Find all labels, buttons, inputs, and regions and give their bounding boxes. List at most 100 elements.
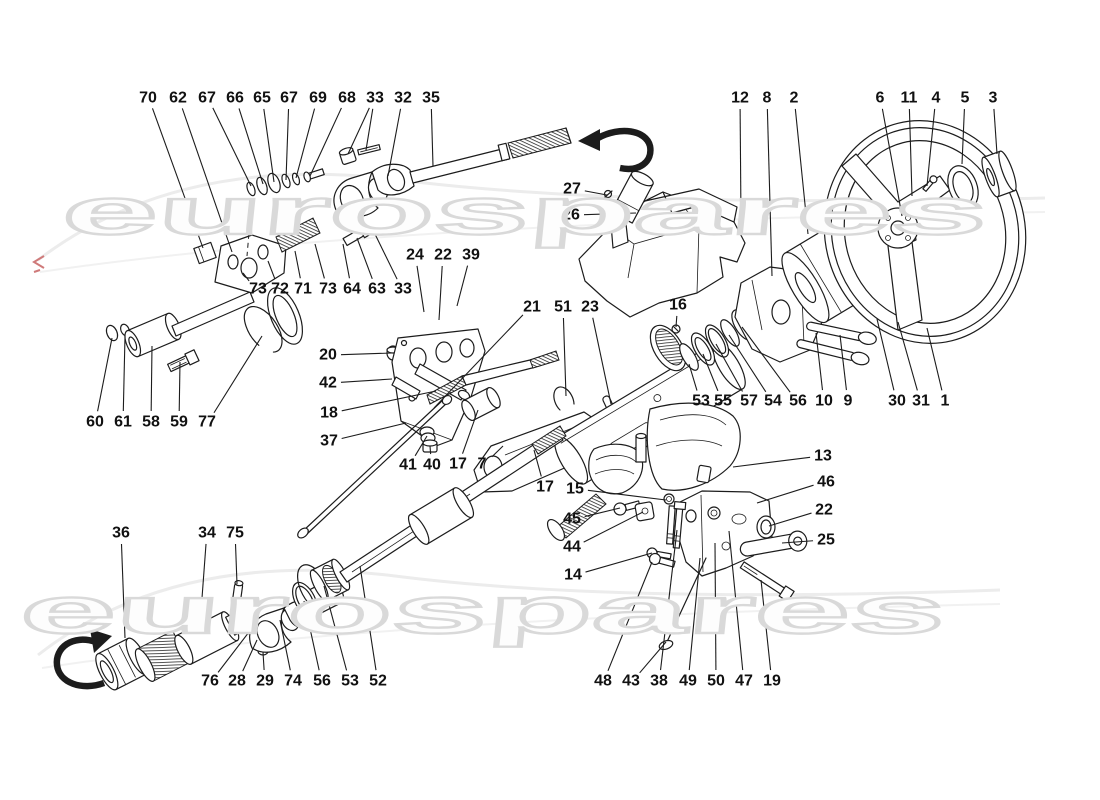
shaft-cylinder-34 [174,610,250,665]
leader-lines [97,107,998,674]
part-callout-39: 39 [462,247,480,264]
long-rod [297,394,453,539]
part-callout-52: 52 [369,673,387,690]
lower-cowl [588,402,741,560]
part-callout-29: 29 [256,673,274,690]
stalk-lever [796,339,870,366]
pin-75 [231,579,244,620]
part-callout-27: 27 [563,181,581,198]
lever-25 [739,530,808,557]
part-callout-33: 33 [394,281,412,298]
part-callout-42: 42 [319,375,337,392]
part-callout-37: 37 [320,433,338,450]
stalk-lever [806,321,877,345]
part-callout-15: 15 [566,481,584,498]
cowl-top-box [644,188,738,223]
car-silhouette-top [37,172,1046,262]
part-callout-45: 45 [563,511,581,528]
watermark-text: eurospares [59,175,992,249]
part-callout-6: 6 [876,90,885,107]
rotation-arrow-bottom [53,629,112,690]
part-callout-69: 69 [309,90,327,107]
part-callout-17: 17 [536,479,554,496]
part-callout-31: 31 [912,393,930,410]
part-callout-16: 16 [669,297,687,314]
part-callout-43: 43 [622,673,640,690]
part-callout-14: 14 [564,567,582,584]
part-callout-25: 25 [817,532,835,549]
part-callout-34: 34 [198,525,216,542]
part-callout-61: 61 [114,414,132,431]
part-callout-64: 64 [343,281,361,298]
upper-universal-joint [333,163,415,218]
part-callout-77: 77 [198,414,216,431]
washer-stack [246,168,325,197]
part-callout-30: 30 [888,393,906,410]
part-callout-28: 28 [228,673,246,690]
part-callout-23: 23 [581,299,599,316]
part-callout-54: 54 [764,393,782,410]
part-callout-63: 63 [368,281,386,298]
part-callout-68: 68 [338,90,356,107]
part-callout-73: 73 [319,281,337,298]
rotation-arrow-top [578,127,654,173]
steering-wheel [823,120,1027,344]
part-callout-21: 21 [523,299,541,316]
bolt-19 [739,561,795,603]
part-callout-2: 2 [790,90,799,107]
part-callout-20: 20 [319,347,337,364]
shaft-bush [124,312,182,358]
part-callout-26: 26 [562,207,580,224]
part-callout-67: 67 [280,90,298,107]
upper-cowl [578,170,746,318]
part-callout-10: 10 [815,393,833,410]
part-callout-66: 66 [226,90,244,107]
part-callout-17: 17 [449,456,467,473]
part-callout-74: 74 [284,673,302,690]
part-callout-8: 8 [763,90,772,107]
part-callout-4: 4 [932,90,941,107]
part-callout-7: 7 [478,456,487,473]
part-callout-53: 53 [341,673,359,690]
part-callout-36: 36 [112,525,130,542]
part-callout-19: 19 [763,673,781,690]
part-callout-13: 13 [814,448,832,465]
part-callout-65: 65 [253,90,271,107]
part-callout-5: 5 [961,90,970,107]
part-callout-46: 46 [817,474,835,491]
part-callout-55: 55 [714,393,732,410]
part-callout-33: 33 [366,90,384,107]
part-callout-62: 62 [169,90,187,107]
part-callout-56: 56 [789,393,807,410]
splined-stub [275,217,321,253]
mount-bracket-assembly [648,490,808,651]
part-callout-76: 76 [201,673,219,690]
part-callout-32: 32 [394,90,412,107]
lower-shaft-assembly [105,127,654,373]
intermediate-shaft-assembly [53,425,567,691]
part-callout-18: 18 [320,405,338,422]
bushing-17 [461,386,501,422]
part-callout-24: 24 [406,247,424,264]
red-accent-mark [32,255,45,273]
part-callout-75: 75 [226,525,244,542]
part-callout-40: 40 [423,457,441,474]
part-callout-3: 3 [989,90,998,107]
horn-button [981,150,1017,198]
splined-tip [507,127,572,159]
bolt [167,349,200,373]
part-callout-22: 22 [434,247,452,264]
part-callout-48: 48 [594,673,612,690]
part-callout-67: 67 [198,90,216,107]
part-callout-49: 49 [679,673,697,690]
part-callout-35: 35 [422,90,440,107]
part-callout-51: 51 [554,299,572,316]
part-callout-60: 60 [86,414,104,431]
part-callout-11: 11 [901,90,918,107]
car-silhouette-bottom [37,568,1001,657]
part-callout-53: 53 [692,393,710,410]
